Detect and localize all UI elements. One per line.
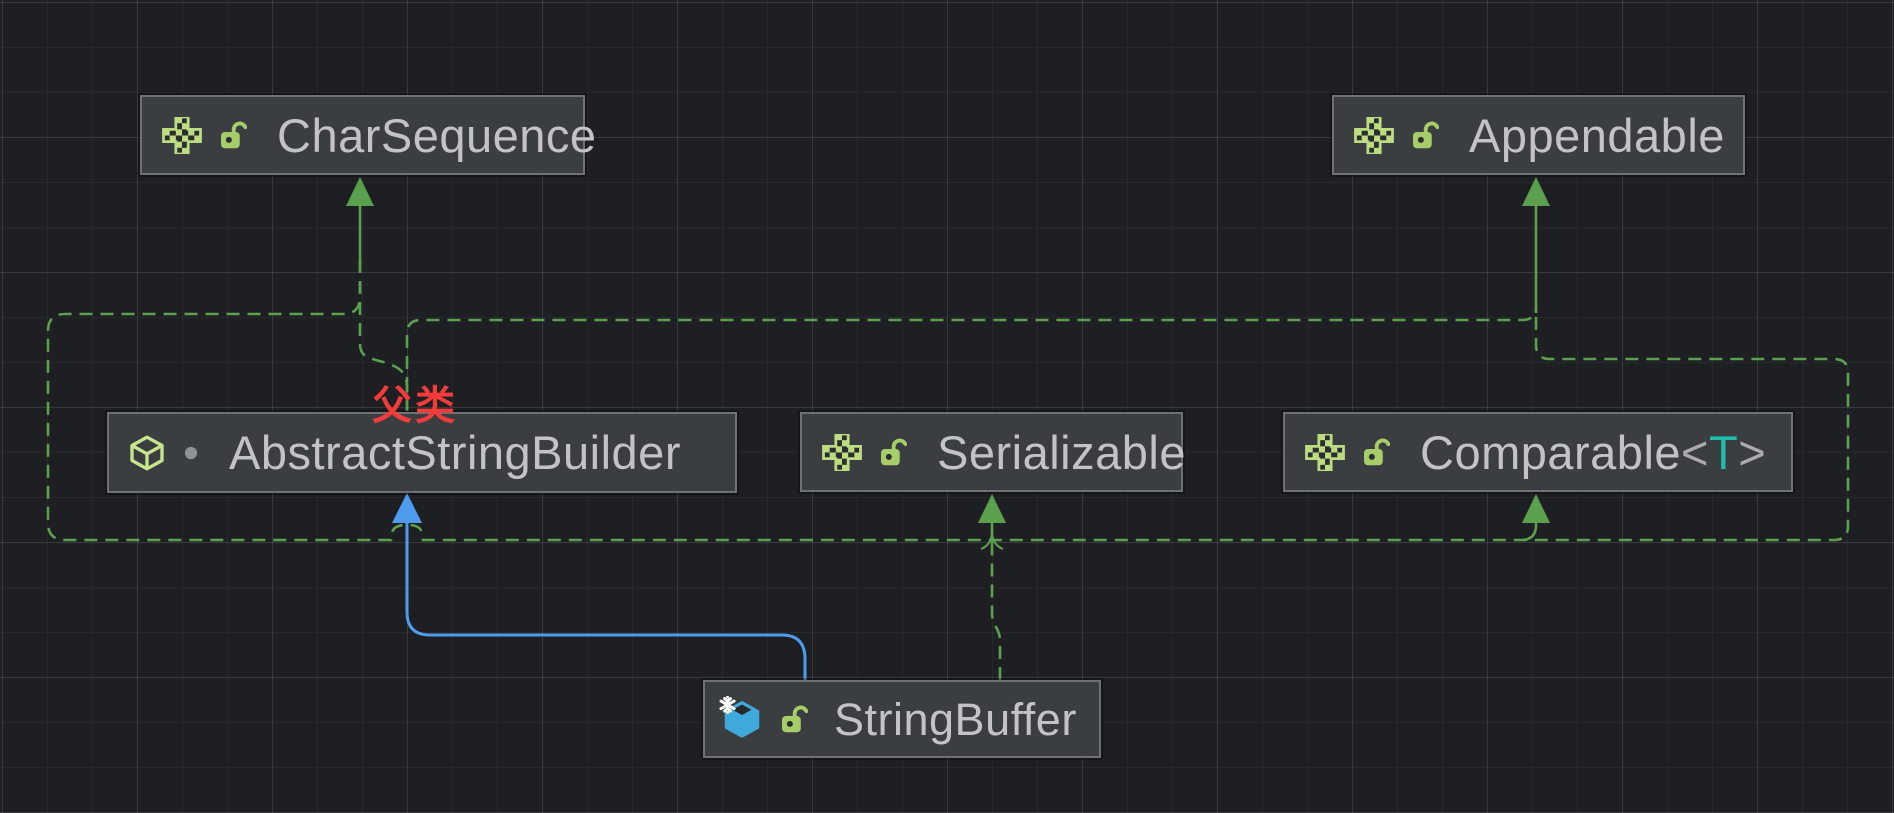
- edge-stem-comparable[interactable]: [1522, 521, 1538, 542]
- node-label: AbstractStringBuilder: [229, 426, 681, 479]
- node-appendable[interactable]: Appendable: [1332, 95, 1745, 175]
- node-charsequence[interactable]: CharSequence: [140, 95, 596, 175]
- public-lock-icon: [878, 436, 907, 468]
- generic-param: T: [1708, 425, 1739, 479]
- arrowhead-serializable: [978, 494, 1006, 523]
- arrowhead-abstractstringbuilder: [392, 493, 422, 523]
- public-lock-icon: [1361, 436, 1390, 468]
- edge-abstractstringbuilder-implements-appendable[interactable]: [405, 305, 1538, 411]
- node-label: StringBuffer: [834, 693, 1077, 745]
- arrowhead-charsequence: [346, 177, 374, 206]
- node-comparable[interactable]: Comparable<T>: [1283, 412, 1793, 492]
- node-label: Serializable: [937, 425, 1186, 479]
- package-private-icon: [183, 445, 199, 461]
- node-abstractstringbuilder[interactable]: AbstractStringBuilder: [107, 412, 737, 493]
- node-stringbuffer[interactable]: StringBuffer: [703, 680, 1101, 758]
- public-lock-icon: [1410, 119, 1439, 151]
- generic-open: <: [1681, 425, 1709, 479]
- interface-icon: [160, 117, 204, 154]
- public-lock-icon: [779, 703, 808, 735]
- edge-stringbuffer-implements-serializable[interactable]: [990, 548, 1002, 680]
- node-label: Comparable<T>: [1420, 429, 1766, 476]
- public-lock-icon: [218, 119, 247, 151]
- generic-close: >: [1738, 425, 1767, 479]
- arrowhead-appendable: [1522, 177, 1550, 206]
- node-label: Appendable: [1469, 108, 1725, 162]
- interface-icon: [1352, 117, 1396, 154]
- arrowhead-comparable: [1522, 494, 1550, 523]
- parent-class-note[interactable]: 父类: [372, 383, 458, 429]
- edge-stringbuffer-extends-abstractstringbuilder[interactable]: [405, 521, 807, 680]
- interface-icon: [820, 434, 864, 471]
- comparable-name: Comparable: [1420, 425, 1682, 479]
- edge-stringbuffer-implements-charsequence[interactable]: [46, 260, 1850, 542]
- interface-icon: [1303, 434, 1347, 471]
- node-serializable[interactable]: Serializable: [800, 412, 1186, 492]
- node-label: CharSequence: [277, 108, 597, 162]
- class-icon: [127, 433, 167, 473]
- final-class-icon: [719, 696, 765, 742]
